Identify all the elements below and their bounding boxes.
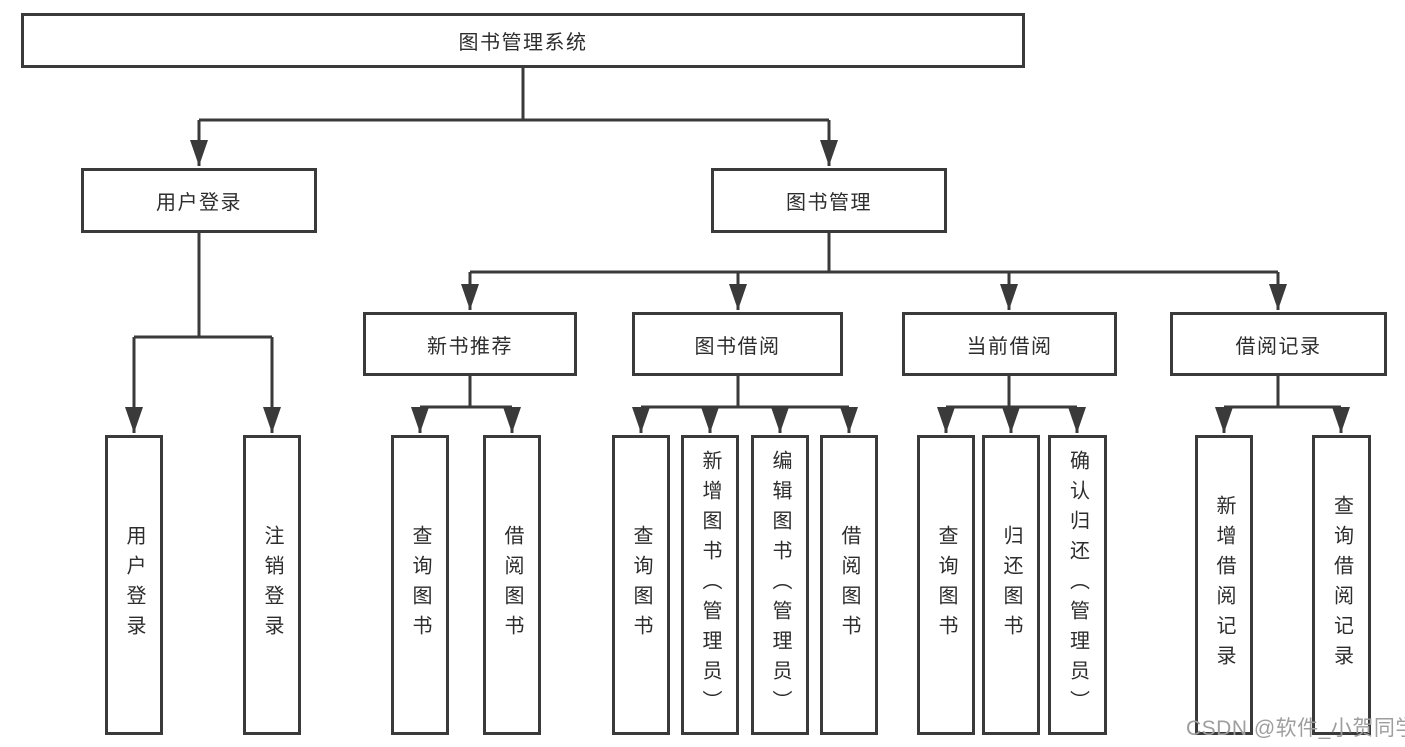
leaf-query-books-borrowing: 查询图书 [612, 435, 670, 735]
node-library-system: 图书管理系统 [21, 13, 1025, 68]
node-book-management: 图书管理 [711, 168, 947, 233]
node-book-borrowing: 图书借阅 [632, 312, 843, 376]
node-current-borrowing: 当前借阅 [902, 312, 1117, 376]
leaf-borrow-books-borrowing: 借阅图书 [820, 435, 878, 735]
node-user-login: 用户登录 [81, 168, 317, 233]
leaf-query-borrow-record: 查询借阅记录 [1312, 435, 1371, 735]
leaf-add-borrow-record: 新增借阅记录 [1195, 435, 1253, 735]
watermark: CSDN @软件_小贺同学 [1186, 717, 1405, 740]
leaf-add-books-admin: 新增图书（管理员） [681, 435, 739, 735]
leaf-query-books-current: 查询图书 [917, 435, 975, 735]
leaf-borrow-books-newbook: 借阅图书 [483, 435, 541, 735]
leaf-user-login: 用户登录 [105, 435, 163, 735]
node-new-book-recommend: 新书推荐 [363, 312, 577, 376]
leaf-edit-books-admin: 编辑图书（管理员） [751, 435, 809, 735]
leaf-confirm-return-admin: 确认归还（管理员） [1048, 435, 1107, 735]
leaf-return-books: 归还图书 [982, 435, 1040, 735]
leaf-query-books-newbook: 查询图书 [391, 435, 449, 735]
leaf-logout-login: 注销登录 [243, 435, 301, 735]
node-borrowing-records: 借阅记录 [1170, 312, 1387, 376]
